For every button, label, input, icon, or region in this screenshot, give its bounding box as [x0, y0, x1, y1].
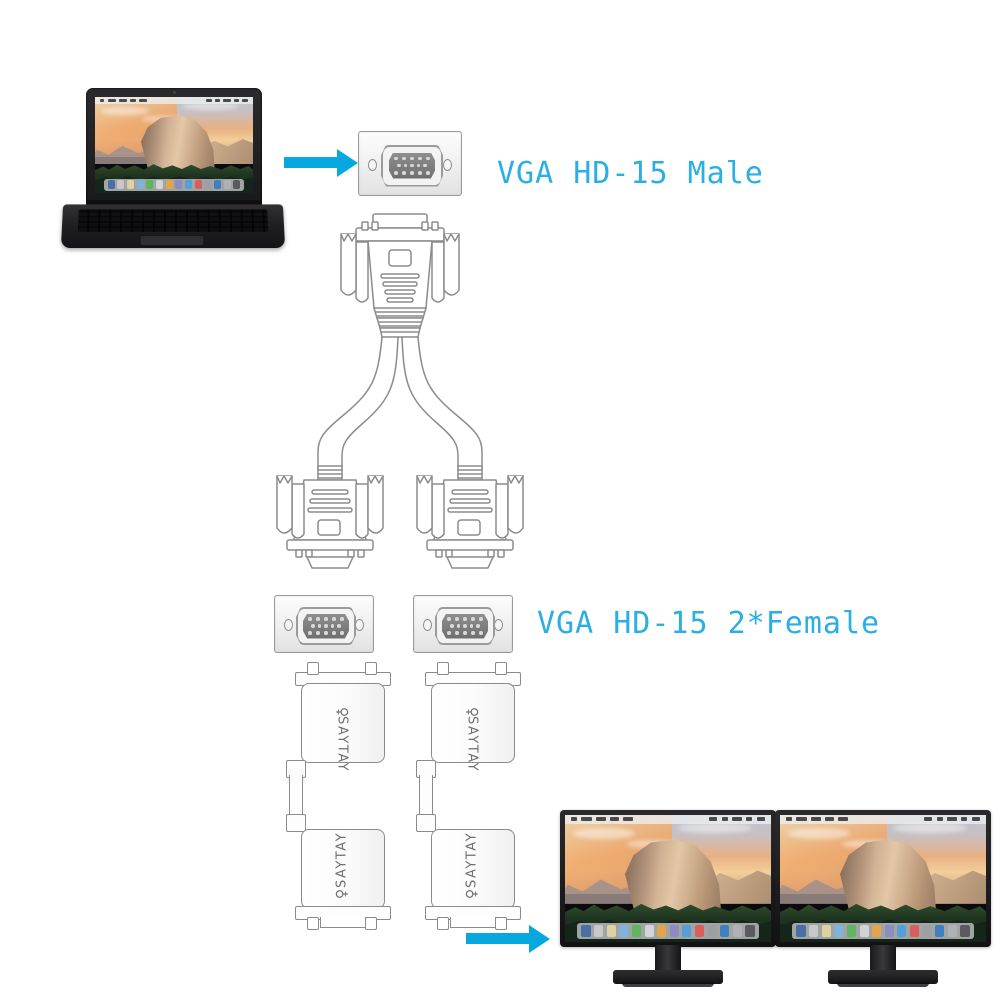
laptop-hinge	[86, 200, 262, 205]
vga-female-sockets	[308, 617, 344, 635]
monitor-wallpaper	[780, 815, 986, 942]
macos-dock	[792, 922, 974, 940]
saytay-logo-icon: ♀	[334, 888, 350, 900]
laptop-lid	[86, 88, 262, 206]
monitor-stand-base	[828, 970, 938, 984]
macos-dock	[577, 922, 759, 940]
vga-male-pins	[394, 156, 430, 175]
laptop-wallpaper	[95, 97, 253, 193]
vga-female-connector-photo-2	[413, 595, 513, 653]
saytay-brand-text: SAYTAY	[334, 715, 350, 773]
vga-male-connector-photo	[358, 131, 462, 196]
arrow-adapter-to-monitors-icon	[466, 925, 552, 953]
monitor-screen	[565, 815, 771, 942]
saytay-brand-text: SAYTAY	[334, 831, 350, 889]
monitor-display-2	[775, 810, 991, 990]
webcam-icon	[172, 91, 176, 94]
saytay-brand-text: SAYTAY	[464, 831, 480, 889]
monitor-bezel	[775, 810, 991, 947]
monitor-stand-lip	[622, 982, 714, 987]
laptop-screen	[95, 97, 253, 193]
screw-hole-right-icon	[494, 619, 503, 631]
saytay-logo-icon: ♀	[464, 888, 480, 900]
macos-menu-bar	[780, 815, 986, 824]
screw-hole-right-icon	[355, 619, 364, 631]
monitor-screen	[780, 815, 986, 942]
macos-menu-bar	[95, 97, 253, 104]
screw-hole-left-icon	[368, 158, 377, 171]
saytay-brand-text: SAYTAY	[464, 715, 480, 773]
screw-hole-left-icon	[423, 619, 432, 631]
monitor-stand-base	[613, 970, 723, 984]
screw-hole-right-icon	[443, 158, 452, 171]
monitor-stand-lip	[837, 982, 929, 987]
macos-menu-bar	[565, 815, 771, 824]
laptop-device	[60, 88, 286, 253]
monitor-wallpaper	[565, 815, 771, 942]
monitor-stand-neck	[655, 945, 681, 973]
monitor-display-1	[560, 810, 776, 990]
vga-female-sockets	[447, 617, 483, 635]
label-vga-male: VGA HD-15 Male	[497, 156, 764, 191]
label-vga-female: VGA HD-15 2*Female	[537, 606, 881, 641]
macos-dock	[104, 178, 244, 192]
monitor-stand-neck	[870, 945, 896, 973]
arrow-laptop-to-connector-icon	[284, 149, 358, 177]
monitor-bezel	[560, 810, 776, 947]
vga-female-connector-photo-1	[274, 595, 374, 653]
screw-hole-left-icon	[284, 619, 293, 631]
